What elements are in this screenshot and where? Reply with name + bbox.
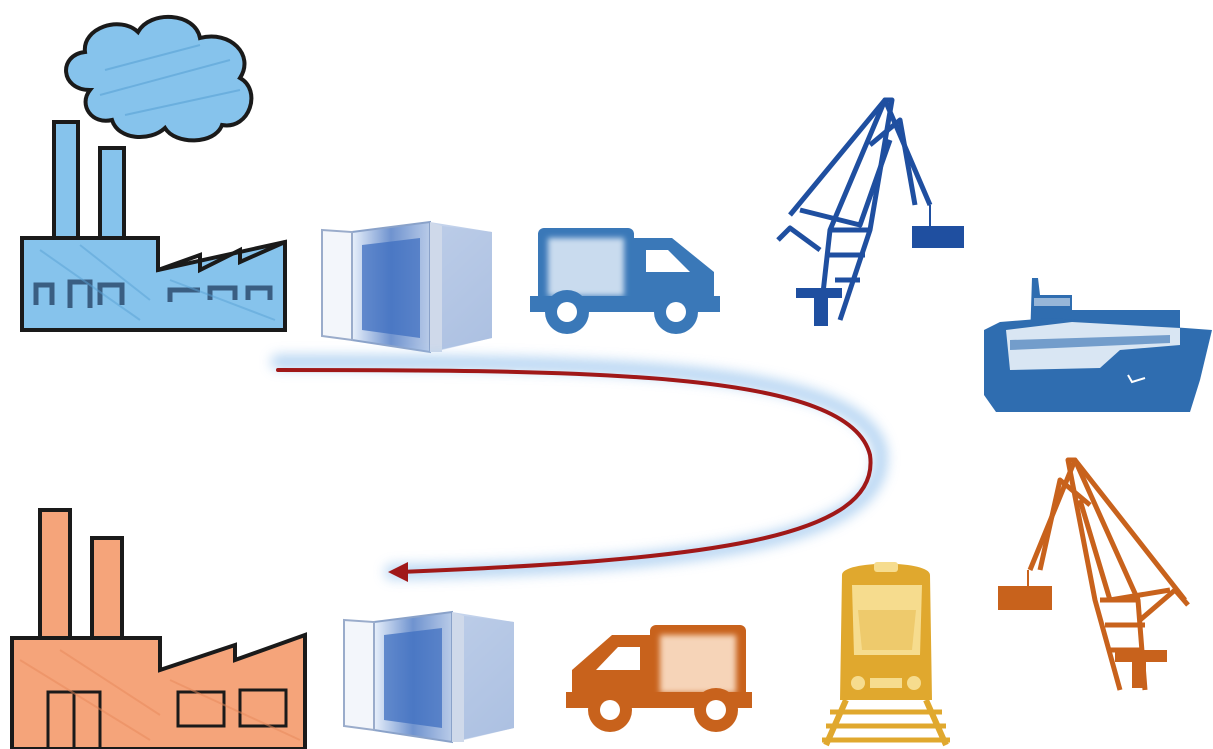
origin-factory-building xyxy=(22,122,285,330)
open-shipping-container-icon xyxy=(322,222,492,352)
container-ship-icon xyxy=(984,278,1212,412)
port-crane-icon xyxy=(998,460,1188,690)
delivery-truck-icon xyxy=(530,228,720,334)
delivery-truck-icon xyxy=(566,625,752,732)
smoke-cloud-icon xyxy=(66,17,251,141)
factory-with-smoke-icon xyxy=(22,17,285,330)
factory-icon xyxy=(12,510,305,749)
open-shipping-container-icon xyxy=(344,612,514,742)
port-crane-icon xyxy=(778,100,964,326)
u-turn-arrow-icon xyxy=(278,362,881,582)
train-icon xyxy=(822,562,950,745)
